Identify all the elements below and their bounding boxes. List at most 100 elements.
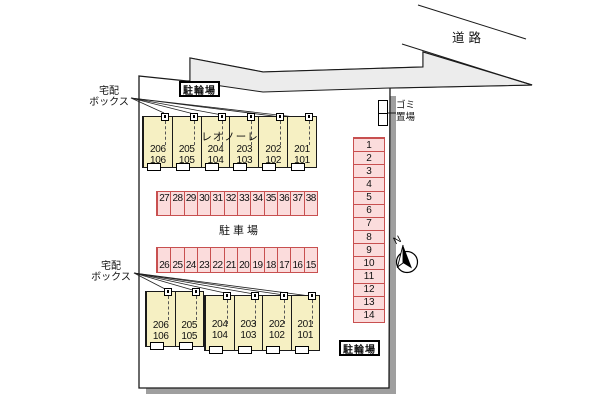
parking-space: 2 [354, 151, 384, 164]
unit-number-lower: 106 [150, 154, 166, 166]
unit-number-lower: 104 [211, 329, 228, 341]
parking-space-number: 7 [366, 218, 372, 230]
delivery-box-icon [163, 288, 172, 296]
parking-space-number: 2 [366, 152, 372, 164]
delivery-box-label-bottom-line1: 宅配 [101, 261, 121, 272]
unit-number-lower: 104 [207, 154, 224, 166]
entrance-icon [262, 163, 277, 171]
unit-number-upper: 201 [297, 319, 314, 330]
parking-space-number: 4 [366, 178, 372, 190]
parking-space-number: 25 [172, 260, 184, 271]
delivery-chute-line [164, 121, 166, 145]
parking-row-top: 27 28 29 30 31 32 33 [156, 191, 318, 216]
road-near-edge-line [401, 43, 533, 86]
parking-space: 27 [157, 192, 170, 215]
parking-space-number: 11 [363, 270, 375, 282]
compass-north-arrow: N [392, 234, 419, 274]
parking-space-number: 17 [279, 260, 290, 271]
parking-space-number: 28 [172, 193, 184, 204]
bicycle-parking-sign-top: 駐輪場 [179, 81, 220, 97]
unit-number-upper: 202 [268, 319, 285, 330]
building-unit: 201 101 [287, 113, 316, 171]
delivery-box-label-top: 宅配 ボックス [83, 86, 135, 108]
building-unit: 206 106 [146, 288, 175, 350]
parking-space-number: 20 [239, 260, 250, 271]
parking-space-number: 15 [305, 260, 317, 271]
parking-space: 11 [354, 269, 384, 282]
parking-space: 31 [210, 192, 223, 215]
building-unit: 202 102 [262, 292, 291, 354]
delivery-chute-line [283, 300, 285, 324]
delivery-box-icon [308, 292, 316, 300]
unit-number-label: 201 101 [288, 144, 316, 166]
parking-space-number: 13 [363, 297, 375, 309]
trash-area-box-divider [379, 113, 387, 114]
delivery-chute-line [167, 296, 169, 320]
unit-number-label: 205 105 [176, 320, 204, 342]
parking-area-label: 駐車場 [219, 225, 261, 237]
delivery-box-label-bottom: 宅配 ボックス [85, 261, 137, 283]
parking-space-number: 33 [239, 193, 250, 204]
parking-space: 14 [354, 308, 384, 322]
parking-space: 37 [290, 192, 303, 215]
delivery-chute-line [308, 121, 310, 145]
unit-number-label: 204 104 [206, 319, 234, 341]
unit-number-upper: 201 [294, 144, 310, 155]
delivery-chute-line [251, 121, 253, 145]
entrance-icon [178, 342, 193, 350]
delivery-box-icon [247, 113, 256, 121]
parking-space: 12 [354, 282, 384, 296]
parking-space-number: 9 [366, 244, 372, 256]
parking-space: 20 [236, 248, 250, 272]
delivery-box-label-top-line2: ボックス [89, 97, 129, 108]
delivery-chute-line [226, 300, 228, 324]
parking-space: 30 [196, 192, 210, 215]
parking-row-bottom: 26 25 24 23 22 21 20 [156, 247, 318, 273]
building-unit: 204 104 [205, 292, 234, 354]
unit-number-label: 203 103 [230, 144, 258, 166]
building-unit: 202 102 [258, 113, 287, 171]
parking-space: 18 [263, 248, 277, 272]
parking-space-number: 23 [199, 260, 210, 271]
building-bottom-right: 204 104 203 103 202 10 [204, 292, 320, 354]
parking-space: 29 [183, 192, 197, 215]
delivery-box-icon [279, 292, 288, 300]
parking-space: 22 [210, 248, 223, 272]
building-unit: 205 105 [171, 113, 201, 171]
building-unit: 203 103 [233, 292, 263, 354]
unit-number-lower: 101 [294, 154, 310, 166]
parking-space: 3 [354, 164, 384, 177]
unit-number-label: 202 102 [259, 144, 287, 166]
unit-number-upper: 202 [265, 144, 282, 155]
delivery-box-icon [304, 113, 313, 121]
parking-space: 21 [223, 248, 237, 272]
unit-number-upper: 205 [181, 320, 198, 331]
trash-area-label: ゴミ 置場 [396, 100, 415, 124]
unit-number-label: 202 102 [263, 319, 291, 341]
building-unit: 204 104 [200, 113, 230, 171]
parking-space: 28 [170, 192, 183, 215]
parking-space-number: 21 [225, 260, 237, 271]
building-unit: 205 105 [174, 288, 204, 350]
delivery-chute-line [312, 300, 313, 324]
building-top: 206 106 205 105 204 10 [142, 113, 317, 171]
unit-number-upper: 205 [178, 144, 195, 155]
parking-space: 23 [196, 248, 210, 272]
unit-number-upper: 203 [236, 144, 253, 155]
unit-number-lower: 105 [181, 330, 198, 342]
building-bottom-left: 206 106 205 105 [145, 288, 204, 350]
road-label: 道路 [452, 31, 486, 45]
entrance-icon [237, 346, 252, 354]
parking-space: 25 [170, 248, 183, 272]
unit-number-label: 204 104 [202, 144, 230, 166]
delivery-box-icon [276, 113, 285, 121]
parking-space: 6 [354, 203, 384, 217]
delivery-box-icon [222, 292, 231, 300]
parking-space: 10 [354, 256, 384, 269]
entrance-icon [209, 346, 223, 354]
unit-number-upper: 203 [240, 319, 257, 330]
trash-area-label-line1: ゴミ [396, 100, 416, 111]
unit-number-lower: 105 [178, 154, 195, 166]
road-far-edge-line [417, 4, 527, 40]
parking-space: 13 [354, 295, 384, 309]
